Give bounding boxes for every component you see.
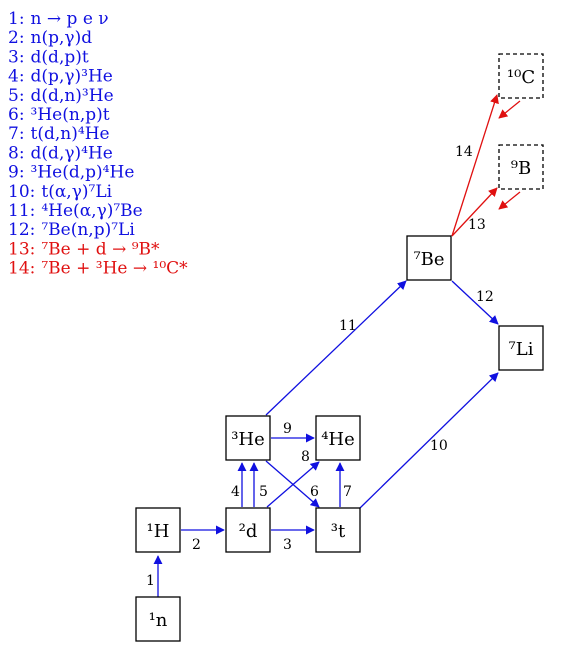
- edge-10-t-to-Li7: [359, 372, 499, 509]
- reaction-text: ⁷Be + d → ⁹B*: [41, 239, 160, 259]
- node-label-d: ²d: [239, 521, 258, 542]
- edge-label-1: 1: [146, 573, 155, 589]
- reaction-number: 8:: [8, 143, 25, 163]
- edge-label-11: 11: [339, 318, 357, 334]
- node-box-Be7: [406, 235, 452, 281]
- reaction-11: 11: ⁴He(α,γ)⁷Be: [8, 201, 143, 221]
- reaction-1: 1: n → p e ν: [8, 9, 109, 29]
- reaction-number: 13:: [8, 239, 35, 259]
- node-label-Li7: ⁷Li: [509, 339, 534, 360]
- reaction-text: n(p,γ)d: [31, 28, 93, 48]
- node-box-C10: [498, 53, 544, 99]
- reaction-2: 2: n(p,γ)d: [8, 28, 92, 48]
- reaction-14: 14: ⁷Be + ³He → ¹⁰C*: [8, 259, 188, 279]
- reaction-4: 4: d(p,γ)³He: [8, 67, 113, 87]
- reaction-number: 1:: [8, 9, 25, 29]
- node-label-H: ¹H: [147, 521, 170, 542]
- node-box-H: [135, 507, 181, 553]
- reaction-text: t(d,n)⁴He: [31, 124, 110, 144]
- node-label-He3: ³He: [231, 429, 265, 450]
- edge-label-14: 14: [455, 144, 473, 160]
- node-label-B9: ⁹B: [511, 158, 531, 179]
- edge-label-10: 10: [430, 438, 448, 454]
- reaction-text: n → p e ν: [31, 9, 109, 29]
- reaction-number: 7:: [8, 124, 25, 144]
- edge-label-4: 4: [231, 484, 240, 500]
- edge-12-Be7-to-Li7: [451, 280, 499, 325]
- reaction-text: ⁴He(α,γ)⁷Be: [41, 201, 142, 221]
- reaction-text: ³He(n,p)t: [31, 105, 110, 125]
- edge-labels: 1 2 3 4 5 6 7 8 9 10 11 12 13 14: [146, 144, 494, 589]
- node-box-He3: [225, 415, 271, 461]
- reaction-number: 9:: [8, 163, 25, 183]
- edge-14-C10-return: [498, 100, 521, 119]
- reaction-number: 6:: [8, 105, 25, 125]
- edge-label-9: 9: [283, 421, 292, 437]
- reaction-number: 2:: [8, 28, 25, 48]
- reaction-text: ⁷Be(n,p)⁷Li: [41, 220, 135, 240]
- edge-label-5: 5: [259, 484, 268, 500]
- reaction-number: 4:: [8, 67, 25, 87]
- reaction-text: d(d,p)t: [31, 47, 89, 67]
- edge-14-Be7-to-C10: [451, 94, 499, 237]
- node-label-C10: ¹⁰C: [507, 67, 535, 88]
- reaction-number: 11:: [8, 201, 35, 221]
- reaction-text: ³He(d,p)⁴He: [31, 163, 135, 183]
- edge-13-Be7-to-B9: [451, 187, 498, 237]
- reaction-6: 6: ³He(n,p)t: [8, 105, 110, 125]
- node-box-t: [315, 507, 361, 553]
- reaction-text: d(d,γ)⁴He: [31, 143, 113, 163]
- reaction-7: 7: t(d,n)⁴He: [8, 124, 110, 144]
- edge-label-8: 8: [301, 449, 310, 465]
- edge-label-2: 2: [192, 537, 201, 553]
- nodes: ¹n ¹H ²d ³t ³He ⁴He ⁷Be ⁷Li ⁹B ¹⁰C: [135, 53, 544, 642]
- node-box-Li7: [498, 325, 544, 371]
- node-label-n: ¹n: [149, 610, 168, 631]
- reaction-9: 9: ³He(d,p)⁴He: [8, 163, 134, 183]
- reaction-8: 8: d(d,γ)⁴He: [8, 143, 113, 163]
- node-label-t: ³t: [331, 521, 346, 542]
- node-box-He4: [315, 415, 361, 461]
- node-label-He4: ⁴He: [321, 429, 355, 450]
- edge-11-He3-to-Be7: [265, 280, 407, 416]
- node-box-B9: [498, 144, 544, 190]
- edge-label-6: 6: [310, 484, 319, 500]
- reaction-13: 13: ⁷Be + d → ⁹B*: [8, 239, 160, 259]
- reaction-legend: 1: n → p e ν 2: n(p,γ)d 3: d(d,p)t 4: d(p,γ)³He…: [8, 9, 188, 279]
- edges: [153, 94, 521, 597]
- reaction-text: d(d,n)³He: [31, 86, 114, 106]
- reaction-3: 3: d(d,p)t: [8, 47, 89, 67]
- reaction-text: t(α,γ)⁷Li: [41, 182, 112, 202]
- edge-13-B9-return: [498, 191, 521, 210]
- node-box-n: [135, 596, 181, 642]
- reaction-text: ⁷Be + ³He → ¹⁰C*: [41, 259, 188, 279]
- node-label-Be7: ⁷Be: [413, 249, 444, 270]
- reaction-number: 10:: [8, 182, 35, 202]
- reaction-5: 5: d(d,n)³He: [8, 86, 114, 106]
- reaction-number: 5:: [8, 86, 25, 106]
- reaction-12: 12: ⁷Be(n,p)⁷Li: [8, 220, 135, 240]
- reaction-text: d(p,γ)³He: [31, 67, 113, 87]
- reaction-number: 14:: [8, 259, 35, 279]
- edge-label-13: 13: [468, 217, 486, 233]
- edge-label-3: 3: [283, 537, 292, 553]
- reaction-number: 3:: [8, 47, 25, 67]
- node-box-d: [225, 507, 271, 553]
- reaction-number: 12:: [8, 220, 35, 240]
- edge-label-7: 7: [343, 484, 352, 500]
- edge-6-He3-to-t: [265, 460, 320, 508]
- edge-label-12: 12: [476, 289, 494, 305]
- reaction-10: 10: t(α,γ)⁷Li: [8, 182, 113, 202]
- edge-8-d-to-He4: [266, 461, 320, 508]
